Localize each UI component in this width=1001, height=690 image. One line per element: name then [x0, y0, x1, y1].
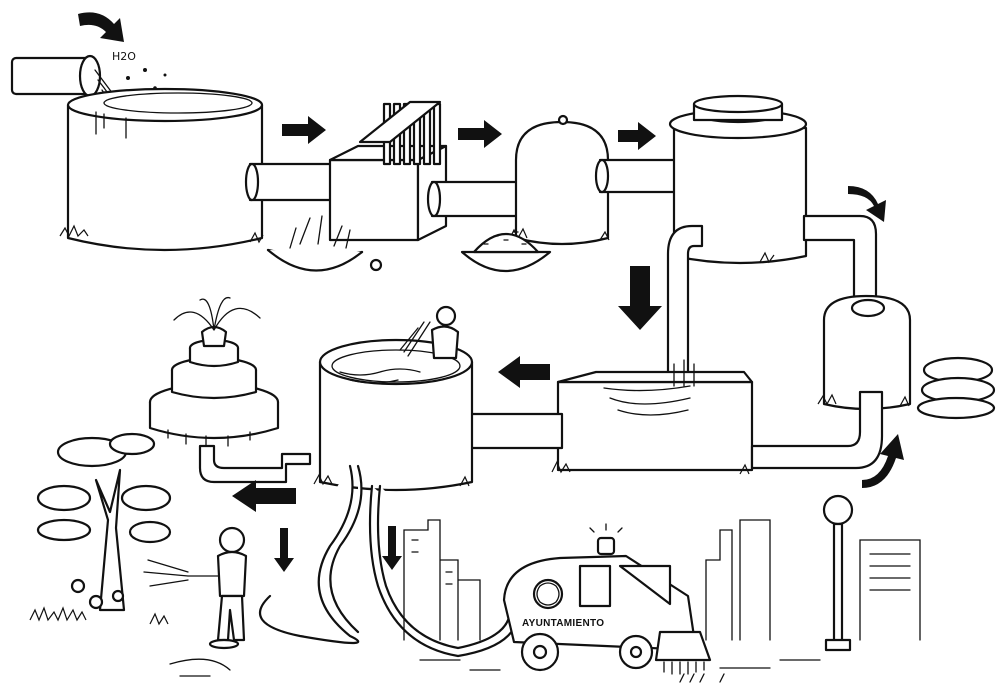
- van-lettering: AYUNTAMIENTO: [522, 618, 604, 629]
- buildings-left: [403, 519, 481, 641]
- water-reservoir: [551, 359, 754, 475]
- ground-marks: [419, 659, 821, 683]
- pipe-3: [594, 158, 682, 194]
- pipe-2: [426, 180, 524, 218]
- hose-right: [368, 484, 520, 658]
- h2o-label: H2O: [112, 50, 136, 63]
- chemical-sacks: [916, 356, 996, 420]
- pipe-8: [198, 444, 312, 484]
- puddle: [169, 658, 231, 677]
- arrow-left-2: [232, 480, 296, 512]
- debris-basket: [266, 215, 383, 272]
- arrow-4: [848, 186, 886, 222]
- buildings-right: [705, 519, 921, 641]
- gardener: [143, 526, 248, 650]
- intake-tank: [59, 87, 264, 252]
- hose-left: [259, 464, 363, 645]
- tree: [29, 432, 172, 626]
- pipe-4: [802, 214, 878, 306]
- arrow-inlet: [78, 12, 124, 42]
- filtration-tank: [667, 94, 808, 265]
- arrow-1: [282, 116, 326, 144]
- street-sweeper-van: AYUNTAMIENTO: [502, 523, 712, 675]
- arrow-down-right: [382, 526, 402, 570]
- arrow-3: [618, 122, 656, 150]
- worker-with-hose: [399, 305, 460, 360]
- pipe-6: [750, 390, 884, 470]
- arrow-2: [458, 120, 502, 148]
- arrow-left-1: [498, 356, 550, 388]
- chlorination-tank: [817, 294, 912, 411]
- dome-settling-tank: [509, 114, 610, 246]
- arrow-down-left: [274, 528, 294, 572]
- arrow-down-main: [618, 266, 662, 330]
- arrow-up-return: [862, 434, 904, 488]
- fountain: [148, 296, 280, 447]
- pipe-1: [244, 162, 338, 202]
- storage-tank: [313, 338, 474, 492]
- sediment-bowl: [460, 231, 552, 272]
- street-lamp: [822, 494, 854, 652]
- screening-chamber: [328, 100, 448, 242]
